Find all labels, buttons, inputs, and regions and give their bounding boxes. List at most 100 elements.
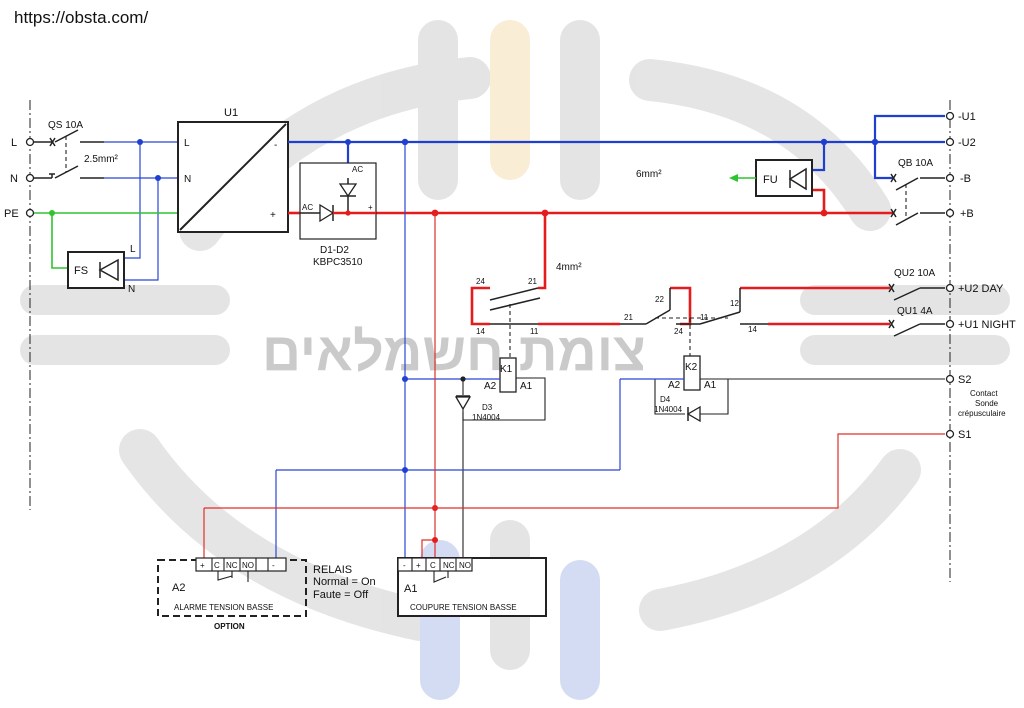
label-b-plus: +B xyxy=(960,208,974,220)
a2-name: A2 xyxy=(172,582,185,594)
qu1-label: QU1 4A xyxy=(897,306,933,317)
breaker-cross-icon xyxy=(888,319,895,329)
triangle-icon xyxy=(98,258,119,282)
breaker-cross-icon xyxy=(890,208,897,218)
label-u2-out: -U2 xyxy=(958,137,976,149)
bridge-name: D1-D2 xyxy=(320,245,349,256)
terminal-night[interactable] xyxy=(945,319,955,329)
breaker-qu2: QU2 10A xyxy=(740,268,945,301)
label-b-minus: -B xyxy=(960,173,971,185)
d4-name: D4 xyxy=(660,395,671,404)
qb-label: QB 10A xyxy=(898,158,933,169)
k1-a2: A2 xyxy=(484,381,497,392)
a1-pin-no: NO xyxy=(459,561,471,570)
relay-k2: 22 21 24 11 12 14 K2 A2 A1 xyxy=(619,286,945,470)
diode-icon xyxy=(319,203,335,223)
label-u1-out: -U1 xyxy=(958,111,976,123)
d4-ref: 1N4004 xyxy=(654,405,683,414)
k2-c12: 12 xyxy=(730,299,739,308)
d3-name: D3 xyxy=(482,403,493,412)
k2-a2: A2 xyxy=(668,380,681,391)
diode-d4: D4 1N4004 xyxy=(654,395,701,423)
left-terminals: L N PE xyxy=(4,137,35,220)
terminal-s2[interactable] xyxy=(945,374,955,384)
k2-c22: 22 xyxy=(655,295,664,304)
label-n: N xyxy=(10,173,18,185)
u1-n-label: N xyxy=(184,174,191,185)
module-a2: + C NC NO - A2 ALARME TENSION BASSE OPTI… xyxy=(157,557,307,631)
a1-pin-c: C xyxy=(430,561,436,570)
k2-c14: 14 xyxy=(748,325,757,334)
k2-c11: 11 xyxy=(700,313,709,322)
label-s2: S2 xyxy=(958,374,971,386)
bridge-ac2: AC xyxy=(352,165,363,174)
k1-c21: 21 xyxy=(528,277,537,286)
u1-label: U1 xyxy=(224,107,238,119)
label-l: L xyxy=(11,137,17,149)
terminal-b-plus[interactable] xyxy=(945,208,955,218)
relay-note-normal: Normal = On xyxy=(313,576,376,588)
earth-wires xyxy=(34,210,178,269)
k2-label: K2 xyxy=(685,362,698,373)
a2-title: ALARME TENSION BASSE xyxy=(174,603,273,612)
a1-pin-minus: - xyxy=(403,561,406,570)
relay-note-fault: Faute = Off xyxy=(313,589,369,601)
terminal-day[interactable] xyxy=(945,283,955,293)
k2-coil xyxy=(683,355,701,391)
relay-note: RELAIS Normal = On Faute = Off xyxy=(313,564,376,601)
k2-a1: A1 xyxy=(704,380,717,391)
module-a1: - + C NC NO A1 COUPURE TENSION BASSE xyxy=(397,557,547,617)
qs-section-label: 2.5mm² xyxy=(84,154,119,165)
fs-n-label: N xyxy=(128,284,135,295)
a1-name: A1 xyxy=(404,583,417,595)
d3-ref: 1N4004 xyxy=(472,413,501,422)
bridge-ref: KBPC3510 xyxy=(313,257,363,268)
a2-pin-minus: - xyxy=(272,561,275,570)
label-s1: S1 xyxy=(958,429,971,441)
surge-protector-fs: FS L N xyxy=(67,244,136,295)
a1-pin-nc: NC xyxy=(443,561,455,570)
terminal-s1[interactable] xyxy=(945,429,955,439)
control-wires xyxy=(203,142,945,570)
positive-bus xyxy=(288,188,893,290)
terminal-b-minus[interactable] xyxy=(945,173,955,183)
a2-pin-c: C xyxy=(214,561,220,570)
diode-icon xyxy=(454,396,472,411)
bridge-plus: + xyxy=(368,203,373,212)
k1-c14: 14 xyxy=(476,327,485,336)
ac-feed-wires xyxy=(104,139,178,281)
a2-option: OPTION xyxy=(214,622,245,631)
sensor-note-1: Contact xyxy=(970,389,998,398)
terminal-pe[interactable] xyxy=(25,208,35,218)
qs-label: QS 10A xyxy=(48,120,83,131)
diode-d3: D3 1N4004 xyxy=(454,395,501,568)
bridge-rectifier: AC AC + D1-D2 KBPC3510 xyxy=(299,162,377,268)
diode-icon xyxy=(338,183,358,198)
k1-a1: A1 xyxy=(520,381,533,392)
breaker-cross-icon xyxy=(49,137,56,147)
terminal-l[interactable] xyxy=(25,137,35,147)
fuse-label: FU xyxy=(763,174,778,186)
source-url[interactable]: https://obsta.com/ xyxy=(14,8,149,27)
label-night: +U1 NIGHT xyxy=(958,319,1016,331)
terminal-u2[interactable] xyxy=(945,137,955,147)
breaker-qb: QB 10A xyxy=(890,158,945,226)
relay-note-title: RELAIS xyxy=(313,564,352,576)
terminal-u1[interactable] xyxy=(945,111,955,121)
breaker-qu1: QU1 4A xyxy=(768,306,945,337)
fs-l-label: L xyxy=(130,244,136,255)
u1-minus-label: - xyxy=(274,140,277,151)
triangle-icon xyxy=(788,167,807,191)
k2-c21: 21 xyxy=(624,313,633,322)
terminal-n[interactable] xyxy=(25,173,35,183)
bridge-ac1: AC xyxy=(302,203,313,212)
k2-c24: 24 xyxy=(674,327,683,336)
a2-pin-nc: NC xyxy=(226,561,238,570)
right-terminals: -U1 -U2 -B +B +U2 DAY +U1 NIGHT S2 S1 Co… xyxy=(945,111,1016,441)
fuse-monitor: FU xyxy=(729,159,813,197)
u1-plus-label: + xyxy=(270,210,276,221)
watermark-text: צומת חשמלאים xyxy=(262,322,646,382)
negative-bus xyxy=(288,114,945,180)
